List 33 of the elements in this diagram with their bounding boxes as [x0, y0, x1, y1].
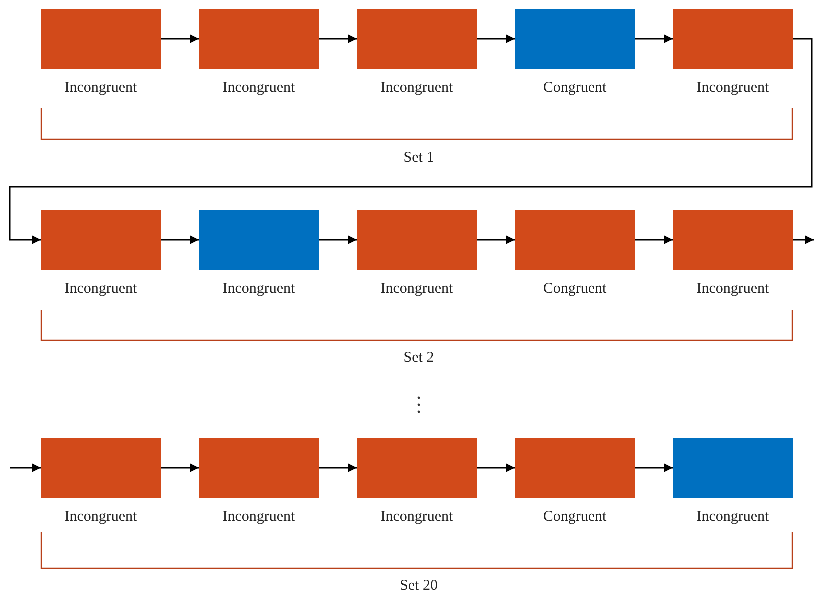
arrow: [319, 34, 357, 44]
trial-label: Incongruent: [380, 280, 454, 298]
trial-label: Congruent: [542, 79, 608, 97]
trial-label: Incongruent: [64, 508, 138, 526]
set-label: Set 2: [402, 349, 436, 367]
arrow: [635, 464, 673, 472]
set-label: Set 20: [399, 577, 439, 595]
set-label: Set 1: [402, 149, 436, 167]
arrow: [477, 236, 515, 244]
arrow: [477, 464, 515, 472]
arrow: [319, 236, 357, 244]
trial-label: Incongruent: [222, 280, 296, 298]
arrow: [161, 464, 199, 472]
arrow: [477, 34, 515, 44]
arrow: [793, 236, 814, 244]
trial-label: Incongruent: [222, 79, 296, 97]
arrow: [161, 236, 199, 244]
trial-label: Incongruent: [222, 508, 296, 526]
arrow: [10, 464, 41, 472]
trial-label: Incongruent: [64, 79, 138, 97]
trial-label: Congruent: [542, 280, 608, 298]
trial-label: Incongruent: [380, 79, 454, 97]
trial-label: Incongruent: [696, 508, 770, 526]
arrow: [635, 34, 673, 44]
arrow: [9, 38, 813, 244]
trial-label: Incongruent: [696, 79, 770, 97]
arrow: [161, 34, 199, 44]
trial-label: Congruent: [542, 508, 608, 526]
trial-label: Incongruent: [380, 508, 454, 526]
arrow: [319, 464, 357, 472]
trial-label: Incongruent: [64, 280, 138, 298]
arrow: [635, 236, 673, 244]
trial-label: Incongruent: [696, 280, 770, 298]
